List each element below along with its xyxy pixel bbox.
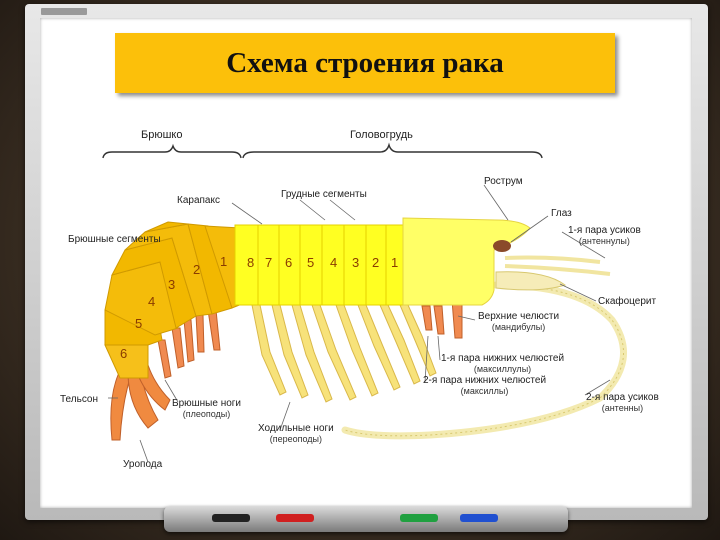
label-pereopods: Ходильные ноги bbox=[258, 423, 334, 434]
thorax-dividers bbox=[257, 225, 387, 305]
label-pleopods-group: Брюшные ноги (плеоподы) bbox=[172, 398, 241, 420]
label-maxillules-sub: (максиллулы) bbox=[473, 364, 532, 374]
mouthparts bbox=[421, 299, 463, 339]
scaphocerite-shape bbox=[495, 271, 567, 291]
marker-tray bbox=[164, 506, 568, 532]
thoracic-number: 3 bbox=[352, 255, 360, 270]
abdominal-number: 2 bbox=[193, 262, 201, 277]
thoracic-number: 7 bbox=[265, 255, 273, 270]
label-carapace: Карапакс bbox=[177, 195, 220, 206]
label-mandibles-sub: (мандибулы) bbox=[491, 322, 546, 332]
thoracic-number: 4 bbox=[330, 255, 338, 270]
thoracic-number: 6 bbox=[285, 255, 293, 270]
eye bbox=[493, 240, 511, 252]
label-maxillae-sub: (максиллы) bbox=[460, 386, 509, 396]
abdominal-number: 1 bbox=[220, 254, 228, 269]
abdominal-number: 6 bbox=[120, 346, 128, 361]
marker-red[interactable] bbox=[276, 514, 314, 522]
label-maxillules-group: 1-я пара нижних челюстей (максиллулы) bbox=[441, 353, 564, 375]
thoracic-number: 8 bbox=[247, 255, 255, 270]
label-pleopods-sub: (плеоподы) bbox=[182, 409, 231, 419]
label-scaphocerite: Скафоцерит bbox=[598, 296, 657, 307]
head-carapace bbox=[402, 217, 531, 306]
label-rostrum: Рострум bbox=[484, 176, 523, 187]
label-thoracic-segments: Грудные сегменты bbox=[281, 189, 367, 200]
label-uropod: Уропода bbox=[123, 459, 163, 470]
thoracic-number: 2 bbox=[372, 255, 380, 270]
marker-black[interactable] bbox=[212, 514, 250, 522]
label-abdomen: Брюшко bbox=[141, 129, 183, 141]
label-antenna: 2-я пара усиков bbox=[586, 392, 659, 403]
label-antennule-sub: (антеннулы) bbox=[578, 236, 630, 246]
diagram-title: Схема строения рака bbox=[226, 46, 504, 79]
cephalothorax-brace bbox=[242, 142, 543, 159]
whiteboard-brand-plate bbox=[41, 8, 87, 15]
antennule-lower bbox=[504, 264, 611, 276]
label-maxillae: 2-я пара нижних челюстей bbox=[423, 375, 547, 386]
label-antenna-group: 2-я пара усиков (антенны) bbox=[586, 392, 659, 414]
label-pereopods-sub: (переоподы) bbox=[269, 434, 323, 444]
thoracic-number: 1 bbox=[391, 255, 399, 270]
label-telson: Тельсон bbox=[60, 394, 99, 405]
abdominal-number: 4 bbox=[148, 294, 156, 309]
leader-lines bbox=[108, 184, 611, 463]
label-maxillae-group: 2-я пара нижних челюстей (максиллы) bbox=[423, 375, 546, 397]
thorax-block bbox=[234, 224, 404, 306]
label-pleopods: Брюшные ноги bbox=[172, 398, 242, 409]
abdomen-brace bbox=[102, 143, 242, 159]
label-antenna-sub: (антенны) bbox=[601, 403, 644, 413]
label-mandibles-group: Верхние челюсти (мандибулы) bbox=[478, 311, 559, 333]
label-antennule: 1-я пара усиков bbox=[568, 225, 641, 236]
antennule-upper bbox=[504, 255, 601, 264]
label-eye: Глаз bbox=[551, 208, 572, 219]
label-abdominal-segments: Брюшные сегменты bbox=[68, 234, 161, 245]
abdominal-number: 5 bbox=[135, 316, 143, 331]
abdomen-segments bbox=[104, 221, 243, 379]
marker-blue[interactable] bbox=[460, 514, 498, 522]
label-mandibles: Верхние челюсти bbox=[478, 311, 560, 322]
label-cephalothorax: Головогрудь bbox=[350, 129, 413, 141]
marker-green[interactable] bbox=[400, 514, 438, 522]
label-pereopods-group: Ходильные ноги (переоподы) bbox=[258, 423, 334, 445]
title-banner: Схема строения рака bbox=[115, 33, 615, 93]
thoracic-number: 5 bbox=[307, 255, 315, 270]
label-maxillules: 1-я пара нижних челюстей bbox=[441, 353, 565, 364]
abdominal-number: 3 bbox=[168, 277, 176, 292]
walking-legs bbox=[251, 304, 437, 403]
label-antennule-group: 1-я пара усиков (антеннулы) bbox=[568, 225, 641, 247]
antenna-long-outline bbox=[344, 284, 625, 437]
